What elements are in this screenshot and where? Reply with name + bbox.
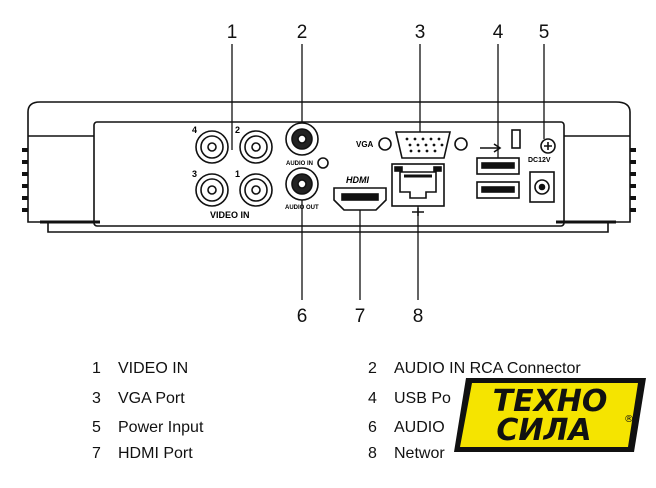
bnc-connector bbox=[195, 130, 229, 164]
legend-label: VIDEO IN bbox=[118, 360, 189, 377]
legend-number: 1 bbox=[92, 360, 101, 377]
bnc-connector bbox=[239, 130, 273, 164]
legend-item: 5 Power Input bbox=[92, 419, 203, 437]
logo-text-line1: ТЕХНО bbox=[493, 384, 608, 419]
legend-label: USB Po bbox=[394, 390, 451, 407]
legend-number: 5 bbox=[92, 419, 101, 436]
network-rj45-port bbox=[391, 163, 445, 207]
callout-number: 8 bbox=[412, 306, 424, 327]
legend-item: 3 VGA Port bbox=[92, 390, 185, 408]
audio-rca-group bbox=[285, 122, 329, 201]
legend-label: Networ bbox=[394, 445, 445, 462]
callout-number: 3 bbox=[414, 22, 426, 43]
legend-number: 2 bbox=[368, 360, 377, 377]
leader-lines bbox=[231, 44, 545, 300]
legend-number: 7 bbox=[92, 445, 101, 462]
bnc-number: 3 bbox=[192, 169, 197, 179]
video-in-bnc-group bbox=[195, 130, 273, 207]
legend-number: 4 bbox=[368, 390, 377, 407]
legend-item: 6 AUDIO bbox=[368, 419, 445, 437]
bnc-number: 4 bbox=[192, 125, 197, 135]
legend-item: 2 AUDIO IN RCA Connector bbox=[368, 360, 581, 378]
tehnosila-logo: ТЕХНО СИЛА ® bbox=[454, 378, 646, 452]
callout-number: 4 bbox=[492, 22, 504, 43]
legend-label: HDMI Port bbox=[118, 445, 193, 462]
audio-in-label: AUDIO IN bbox=[286, 161, 313, 167]
callout-number: 6 bbox=[296, 306, 308, 327]
bnc-connector bbox=[239, 173, 273, 207]
audio-in-rca bbox=[285, 122, 319, 156]
legend-item: 7 HDMI Port bbox=[92, 445, 193, 463]
callout-number: 1 bbox=[226, 22, 238, 43]
vga-port bbox=[378, 131, 468, 159]
hdmi-port bbox=[333, 187, 387, 211]
legend-number: 8 bbox=[368, 445, 377, 462]
callout-number: 7 bbox=[354, 306, 366, 327]
legend-number: 3 bbox=[92, 390, 101, 407]
bnc-connector bbox=[195, 173, 229, 207]
legend-item: 1 VIDEO IN bbox=[92, 360, 188, 378]
callout-number: 2 bbox=[296, 22, 308, 43]
legend-label: Power Input bbox=[118, 419, 204, 436]
dc-power-input bbox=[529, 138, 556, 203]
bnc-number: 1 bbox=[235, 169, 240, 179]
callout-number: 5 bbox=[538, 22, 550, 43]
legend-label: VGA Port bbox=[118, 390, 185, 407]
legend-item: 8 Networ bbox=[368, 445, 445, 463]
bnc-number: 2 bbox=[235, 125, 240, 135]
registered-mark: ® bbox=[624, 414, 634, 425]
audio-out-rca bbox=[285, 167, 319, 201]
usb-ports bbox=[476, 129, 521, 199]
video-in-label: VIDEO IN bbox=[210, 210, 250, 220]
dc-label: DC12V bbox=[528, 157, 551, 164]
legend-label: AUDIO bbox=[394, 419, 445, 436]
hdmi-label: HDMI bbox=[346, 175, 369, 185]
logo-text-line2: СИЛА bbox=[496, 413, 591, 448]
legend-label: AUDIO IN RCA Connector bbox=[394, 360, 581, 377]
vga-label: VGA bbox=[356, 140, 374, 149]
ground-screw-icon bbox=[317, 157, 329, 169]
legend-number: 6 bbox=[368, 419, 377, 436]
legend-item: 4 USB Po bbox=[368, 390, 451, 408]
